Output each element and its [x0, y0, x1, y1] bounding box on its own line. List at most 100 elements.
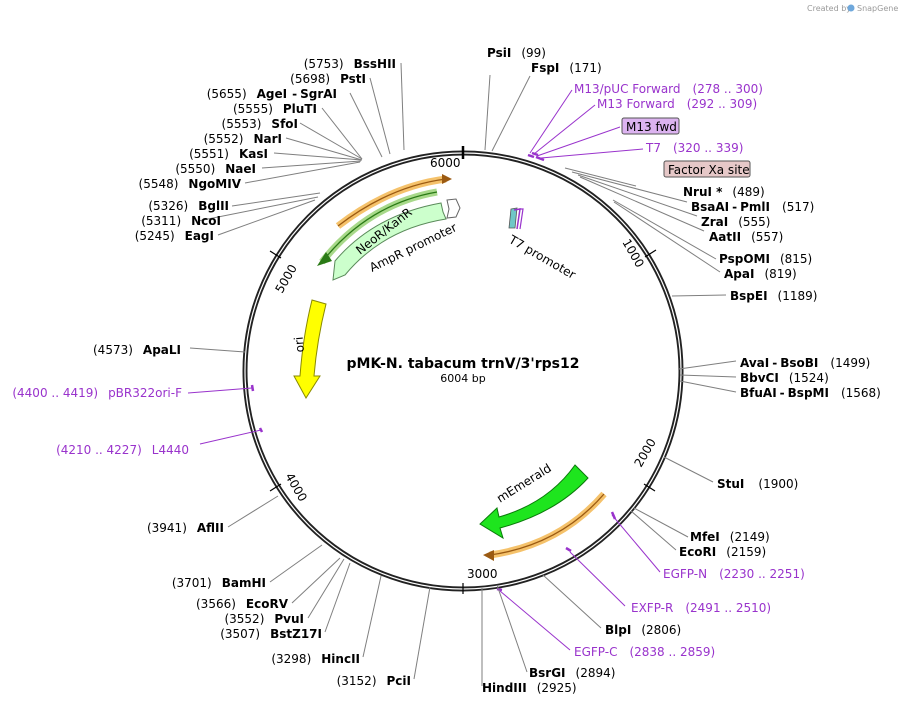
svg-text:(5245)EagI: (5245)EagI — [135, 229, 214, 243]
enzyme-bglii: BglII — [198, 199, 229, 213]
enzyme-mfei: MfeI — [690, 530, 720, 544]
feature-orf-top — [335, 174, 452, 229]
enzyme-zrai: ZraI — [701, 215, 728, 229]
tick-5000: 5000 — [272, 262, 299, 295]
svg-text:AvaI-BsoBI(1499): AvaI-BsoBI(1499) — [740, 356, 870, 370]
enzyme-bstz17i: BstZ17I — [270, 627, 322, 641]
enzyme-bsaai: BsaAI — [691, 200, 729, 214]
svg-text:ZraI(555): ZraI(555) — [701, 215, 770, 229]
enzyme-apai: ApaI — [724, 267, 754, 281]
tick-1000: 1000 — [619, 237, 646, 270]
svg-text:(5548)NgoMIV: (5548)NgoMIV — [139, 177, 242, 191]
svg-text:(5550)NaeI: (5550)NaeI — [175, 162, 256, 176]
svg-text:BsrGI(2894): BsrGI(2894) — [529, 666, 615, 680]
svg-text:AatII(557): AatII(557) — [709, 230, 783, 244]
enzyme-pluti: PluTI — [283, 102, 317, 116]
enzyme-ecori: EcoRI — [679, 545, 716, 559]
primer-marks — [250, 151, 617, 592]
svg-text:EGFP-C(2838 .. 2859): EGFP-C(2838 .. 2859) — [574, 645, 715, 659]
enzyme-pvui: PvuI — [274, 612, 304, 626]
snapgene-logo-icon — [847, 4, 855, 12]
svg-text:EcoRI(2159): EcoRI(2159) — [679, 545, 766, 559]
enzyme-stui: StuI — [717, 477, 744, 491]
plasmid-size: 6004 bp — [440, 372, 485, 385]
svg-text:(5553)SfoI: (5553)SfoI — [222, 117, 298, 131]
svg-text:EXFP-R(2491 .. 2510): EXFP-R(2491 .. 2510) — [631, 601, 771, 615]
svg-text:BfuAI-BspMI(1568): BfuAI-BspMI(1568) — [740, 386, 881, 400]
svg-text:(5655)AgeI-SgrAI: (5655)AgeI-SgrAI — [207, 87, 337, 101]
svg-text:PspOMI(815): PspOMI(815) — [719, 252, 812, 266]
feature-label-ori: ori — [292, 336, 307, 353]
svg-text:HindIII(2925): HindIII(2925) — [482, 681, 577, 695]
svg-text:(3941)AflII: (3941)AflII — [147, 521, 224, 535]
enzyme-avai: AvaI — [740, 356, 769, 370]
enzyme-bbvci: BbvCI — [740, 371, 779, 385]
svg-text:(3566)EcoRV: (3566)EcoRV — [196, 597, 289, 611]
svg-text:FspI(171): FspI(171) — [531, 61, 602, 75]
svg-text:EGFP-N(2230 .. 2251): EGFP-N(2230 .. 2251) — [663, 567, 805, 581]
svg-text:BsaAI-PmlI(517): BsaAI-PmlI(517) — [691, 200, 814, 214]
svg-text:(5552)NarI: (5552)NarI — [204, 132, 282, 146]
credit-prefix: Created by — [807, 4, 851, 13]
enzyme-ecorv: EcoRV — [246, 597, 289, 611]
enzyme-bsshii: BssHII — [354, 57, 396, 71]
enzyme-blpi: BlpI — [605, 623, 631, 637]
svg-text:(5311)NcoI: (5311)NcoI — [141, 214, 221, 228]
enzyme-psii: PsiI — [487, 46, 511, 60]
svg-text:(3552)PvuI: (3552)PvuI — [224, 612, 304, 626]
feature-label-t7: T7 promoter — [506, 232, 578, 282]
svg-text:ApaI(819): ApaI(819) — [724, 267, 797, 281]
svg-text:Factor Xa site: Factor Xa site — [668, 163, 750, 177]
svg-text:(3507)BstZ17I: (3507)BstZ17I — [220, 627, 322, 641]
svg-text:(5326)BglII: (5326)BglII — [148, 199, 229, 213]
svg-text:(5753)BssHII: (5753)BssHII — [304, 57, 396, 71]
enzyme-aflii: AflII — [197, 521, 224, 535]
svg-text:BspEI(1189): BspEI(1189) — [730, 289, 817, 303]
enzyme-pcii: PciI — [387, 674, 412, 688]
coordinate-ticks — [269, 146, 657, 594]
primer-leaders — [187, 89, 661, 651]
svg-text:BlpI(2806): BlpI(2806) — [605, 623, 681, 637]
enzyme-ncoi: NcoI — [191, 214, 221, 228]
svg-text:(3701)BamHI: (3701)BamHI — [172, 576, 266, 590]
enzyme-pspomi: PspOMI — [719, 252, 770, 266]
box-m13-fwd: M13 fwd — [621, 117, 680, 135]
feature-t7-promoter — [508, 207, 524, 230]
feature-memerald — [479, 464, 589, 540]
enzyme-hincii: HincII — [321, 652, 360, 666]
enzyme-nrui: NruI * — [683, 185, 723, 199]
enzyme-bsrgi: BsrGI — [529, 666, 566, 680]
enzyme-sfoi: SfoI — [271, 117, 298, 131]
svg-text:NruI *(489): NruI *(489) — [683, 185, 765, 199]
feature-amp-promoter — [446, 198, 461, 219]
enzyme-eagi: EagI — [185, 229, 214, 243]
enzyme-leaders — [189, 62, 737, 686]
feature-neo-kanr — [317, 188, 447, 281]
primer-egfp-c: EGFP-C — [574, 645, 617, 659]
svg-text:(4210 .. 4227)L4440: (4210 .. 4227)L4440 — [56, 443, 189, 457]
feature-ori — [293, 299, 327, 399]
enzyme-fspi: FspI — [531, 61, 559, 75]
svg-text:(5698)PstI: (5698)PstI — [290, 72, 366, 86]
enzyme-apali: ApaLI — [143, 343, 181, 357]
enzyme-bspei: BspEI — [730, 289, 768, 303]
svg-text:StuI(1900): StuI(1900) — [717, 477, 798, 491]
enzyme-bfuai: BfuAI — [740, 386, 777, 400]
primer-t7: T7 — [645, 141, 661, 155]
tick-3000: 3000 — [467, 567, 498, 581]
svg-text:M13/pUC Forward(278 .. 300): M13/pUC Forward(278 .. 300) — [574, 82, 763, 96]
svg-text:M13 fwd: M13 fwd — [626, 120, 677, 134]
enzyme-hindiii: HindIII — [482, 681, 527, 695]
primer-m13-forward: M13 Forward — [597, 97, 675, 111]
enzyme-aatii: AatII — [709, 230, 741, 244]
svg-text:M13 Forward(292 .. 309): M13 Forward(292 .. 309) — [597, 97, 757, 111]
plasmid-name: pMK-N. tabacum trnV/3'rps12 — [347, 356, 580, 372]
svg-text:PsiI(99): PsiI(99) — [487, 46, 546, 60]
primer-exfp-r: EXFP-R — [631, 601, 673, 615]
primer-l4440: L4440 — [152, 443, 189, 457]
enzyme-agei: AgeI — [257, 87, 287, 101]
svg-text:(5551)KasI: (5551)KasI — [189, 147, 268, 161]
primer-pbr322ori-f: pBR322ori-F — [108, 386, 182, 400]
svg-text:(3152)PciI: (3152)PciI — [337, 674, 411, 688]
